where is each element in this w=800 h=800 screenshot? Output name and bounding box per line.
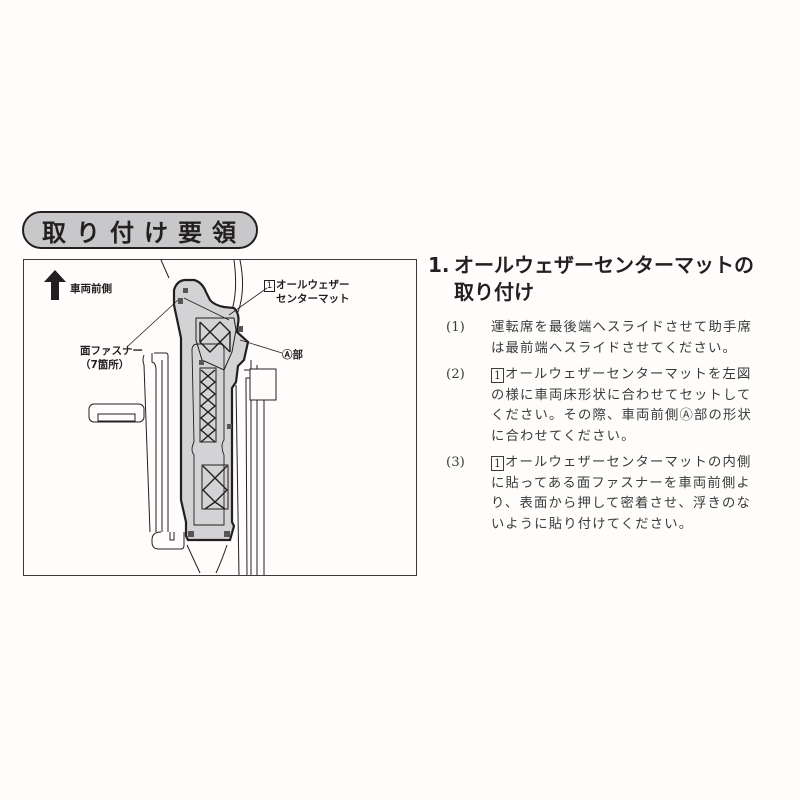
vehicle-front-label: 車両前側: [70, 283, 112, 295]
heading-number: 1.: [428, 253, 450, 277]
part-number-badge: 1: [491, 456, 504, 471]
step-text: オールウェザーセンターマットの内側に貼ってある面ファスナーを車両前側より、表面か…: [491, 455, 752, 532]
step-item: (1) 運転席を最後端へスライドさせて助手席は最前端へスライドさせてください。: [446, 318, 778, 359]
part-number-badge: 1: [264, 280, 275, 292]
diagram-illustration: [44, 260, 283, 575]
fastener-label: 面ファスナー （7箇所）: [80, 344, 143, 372]
step-text: オールウェザーセンターマットを左図の様に車両床形状に合わせてセットしてください。…: [491, 367, 752, 444]
arrow-up-icon: [44, 270, 66, 300]
steps-list: (1) 運転席を最後端へスライドさせて助手席は最前端へスライドさせてください。 …: [428, 318, 778, 535]
part-number-badge: 1: [491, 368, 504, 383]
section-title: 取り付け要領: [42, 218, 246, 247]
instructions-panel: 1. オールウェザーセンターマットの 取り付け (1) 運転席を最後端へスライド…: [428, 252, 778, 541]
fastener-label-line2: （7箇所）: [80, 359, 130, 371]
step-number: (3): [446, 455, 465, 470]
lattice-pattern: [195, 317, 237, 510]
fastener-markers: [178, 288, 243, 537]
step-text: 運転席を最後端へスライドさせて助手席は最前端へスライドさせてください。: [491, 320, 752, 356]
mat-label-line1: オールウェザー: [276, 279, 350, 291]
fastener-label-line1: 面ファスナー: [80, 345, 143, 357]
instructions-heading: 1. オールウェザーセンターマットの 取り付け: [428, 252, 778, 306]
heading-line1: オールウェザーセンターマットの: [454, 253, 754, 277]
section-title-pill: 取り付け要領: [22, 211, 258, 249]
part-a-label: Ⓐ部: [282, 349, 303, 361]
mat-label-line2: センターマット: [276, 293, 350, 305]
heading-text: オールウェザーセンターマットの 取り付け: [454, 252, 754, 306]
heading-line2: 取り付け: [454, 280, 534, 304]
step-number: (2): [446, 367, 465, 382]
step-number: (1): [446, 320, 465, 335]
